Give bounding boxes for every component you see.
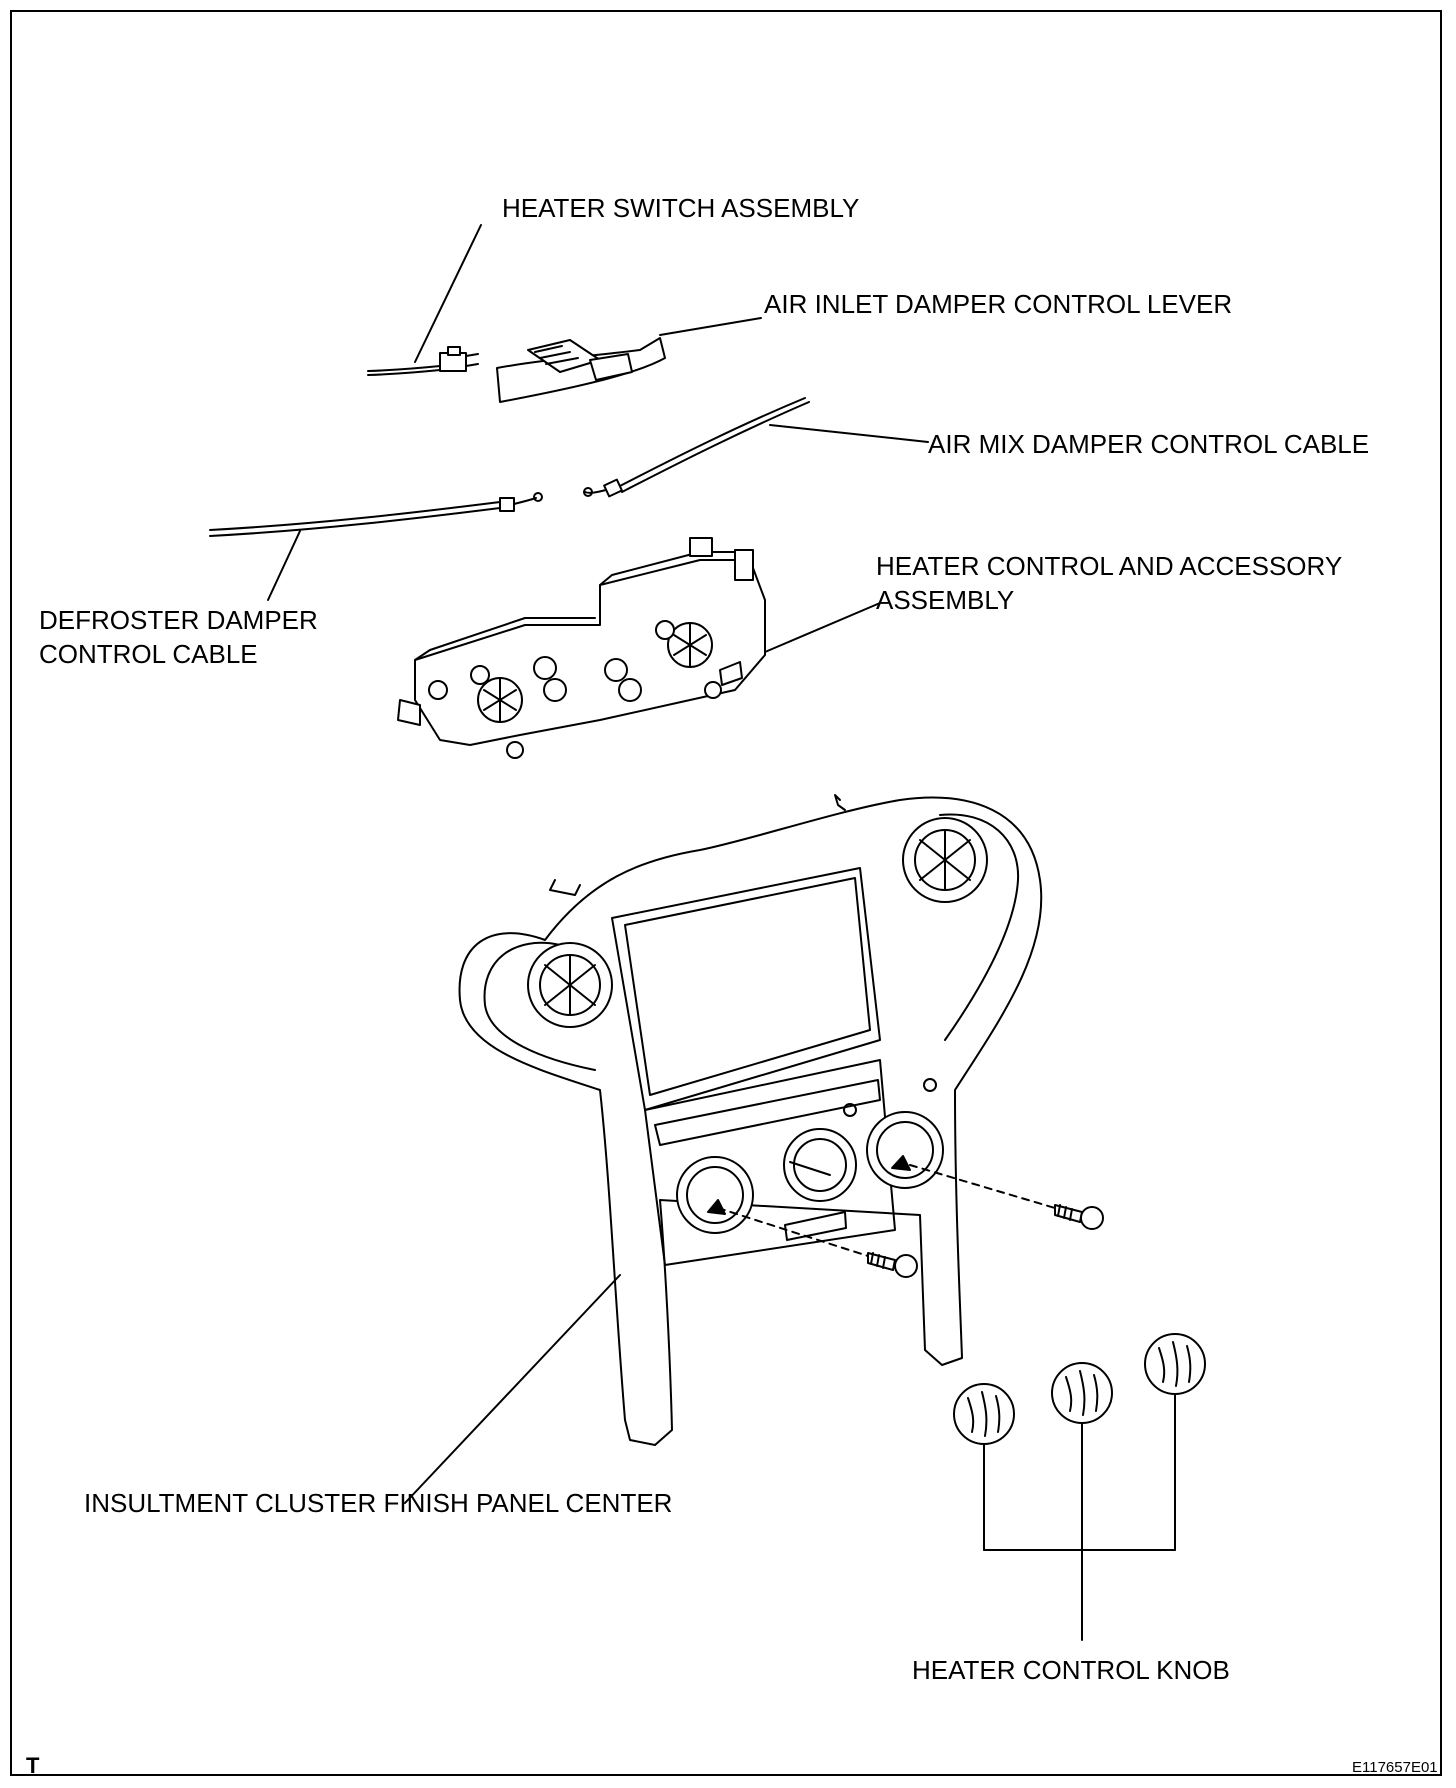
leader-heater-control-knob <box>983 1393 1176 1641</box>
screw-right <box>909 1164 1104 1230</box>
label-air-mix-damper-control-cable: AIR MIX DAMPER CONTROL CABLE <box>928 429 1370 459</box>
label-finish-panel-center: INSULTMENT CLUSTER FINISH PANEL CENTER <box>84 1488 673 1518</box>
label-heater-switch-assembly: HEATER SWITCH ASSEMBLY <box>502 193 860 223</box>
defroster-cable-part <box>209 492 543 537</box>
label-heater-control-accessory-2: ASSEMBLY <box>876 585 1015 615</box>
heater-control-knobs <box>953 1333 1206 1445</box>
label-air-inlet-damper-control-lever: AIR INLET DAMPER CONTROL LEVER <box>764 289 1233 319</box>
label-heater-control-accessory-1: HEATER CONTROL AND ACCESSORY <box>876 551 1343 581</box>
corner-mark: T <box>26 1753 40 1778</box>
label-defroster-2: CONTROL CABLE <box>39 639 258 669</box>
heater-switch-assembly-part <box>367 346 479 376</box>
heater-control-accessory-part <box>397 537 766 759</box>
screw-left <box>717 1207 918 1278</box>
leader-air-mix <box>769 424 929 443</box>
leader-heater-control-accessory <box>764 602 881 653</box>
label-heater-control-knob: HEATER CONTROL KNOB <box>912 1655 1230 1685</box>
label-defroster-1: DEFROSTER DAMPER <box>39 605 318 635</box>
air-inlet-lever-part <box>496 337 666 403</box>
figure-code: E117657E01 <box>1352 1759 1438 1776</box>
leader-defroster <box>267 530 301 601</box>
leader-heater-switch <box>414 224 482 363</box>
finish-panel-center-part <box>458 794 1043 1446</box>
leader-finish-panel <box>404 1274 621 1504</box>
air-mix-cable-part <box>583 397 810 498</box>
leader-air-inlet <box>659 317 762 336</box>
